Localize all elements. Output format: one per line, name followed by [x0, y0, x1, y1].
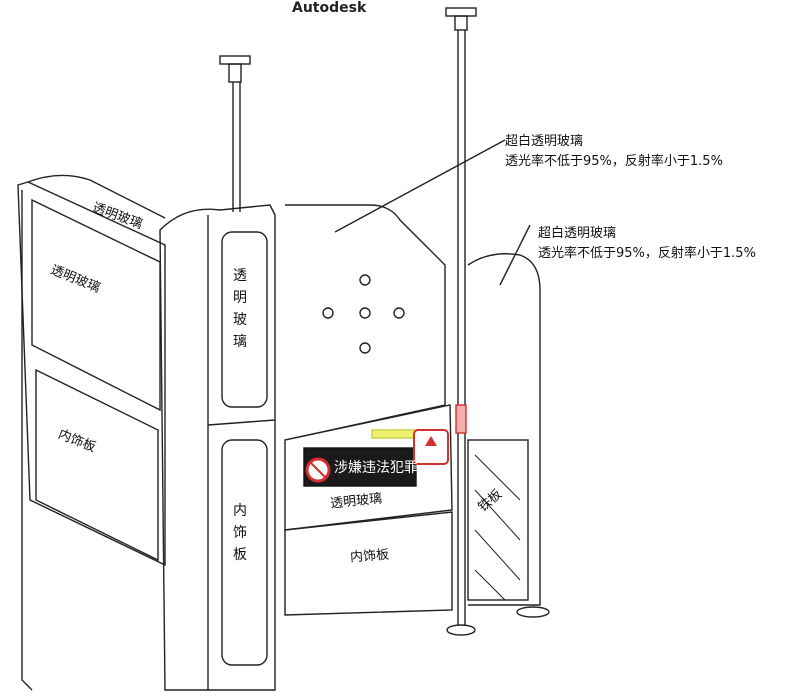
callout-1-spec: 透光率不低于95%，反射率小于1.5% [505, 154, 723, 169]
warning-sign [303, 429, 449, 487]
warning-triangle-icon [413, 429, 449, 465]
column-trim-label: 内饰板 [233, 503, 247, 563]
watermark: Autodesk [292, 0, 367, 16]
column [159, 204, 276, 691]
left-wing [17, 174, 166, 691]
center-wing [284, 204, 453, 616]
right-wing [455, 253, 550, 618]
callout-2-title: 超白透明玻璃 [538, 226, 617, 241]
callout-leader-2 [499, 224, 531, 286]
tall-pole [445, 7, 477, 636]
callout-leader-1 [334, 139, 506, 233]
center-trim-label: 内饰板 [349, 547, 390, 566]
callout-2-spec: 透光率不低于95%，反射率小于1.5% [538, 246, 756, 261]
callout-1-title: 超白透明玻璃 [505, 134, 584, 149]
short-pole [219, 55, 251, 212]
warning-text: 涉嫌违法犯罪 [334, 460, 418, 476]
column-glass-label: 透明玻璃 [233, 268, 247, 350]
